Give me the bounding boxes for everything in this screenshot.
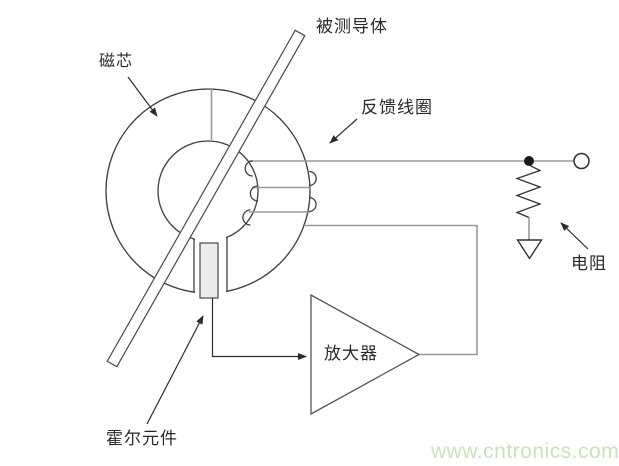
coil-inner-loop-2 [249, 185, 258, 202]
core-label: 磁芯 [99, 53, 134, 70]
coil-return-wire [304, 224, 478, 356]
hall-element [199, 242, 219, 299]
feedback-coil-label-arrow [329, 118, 358, 144]
feedback-coil [242, 160, 574, 356]
amplifier-input-wire [211, 298, 307, 360]
coil-inner-loop-3 [242, 209, 251, 226]
core-label-arrow [127, 76, 158, 117]
watermark: www.cntronics.com [431, 440, 619, 463]
output-terminal-icon [573, 152, 590, 170]
amplifier-symbol [310, 293, 421, 416]
coil-inner-loop-1 [244, 160, 253, 177]
coil-outer-loop-2 [309, 196, 317, 213]
hall-element-label: 霍尔元件 [106, 429, 178, 448]
resistor-label-arrow [560, 222, 589, 250]
conductor-label: 被测导体 [316, 17, 388, 36]
feedback-coil-label: 反馈线圈 [361, 98, 433, 117]
hall-label-arrow [146, 315, 204, 425]
resistor-symbol [515, 164, 542, 219]
junction-dot [524, 156, 534, 166]
coil-outer-loop-1 [309, 170, 317, 187]
conductor-rod [106, 29, 306, 368]
amplifier-label: 放大器 [324, 344, 378, 363]
resistor-label: 电阻 [571, 254, 607, 273]
ground-icon [516, 239, 543, 260]
